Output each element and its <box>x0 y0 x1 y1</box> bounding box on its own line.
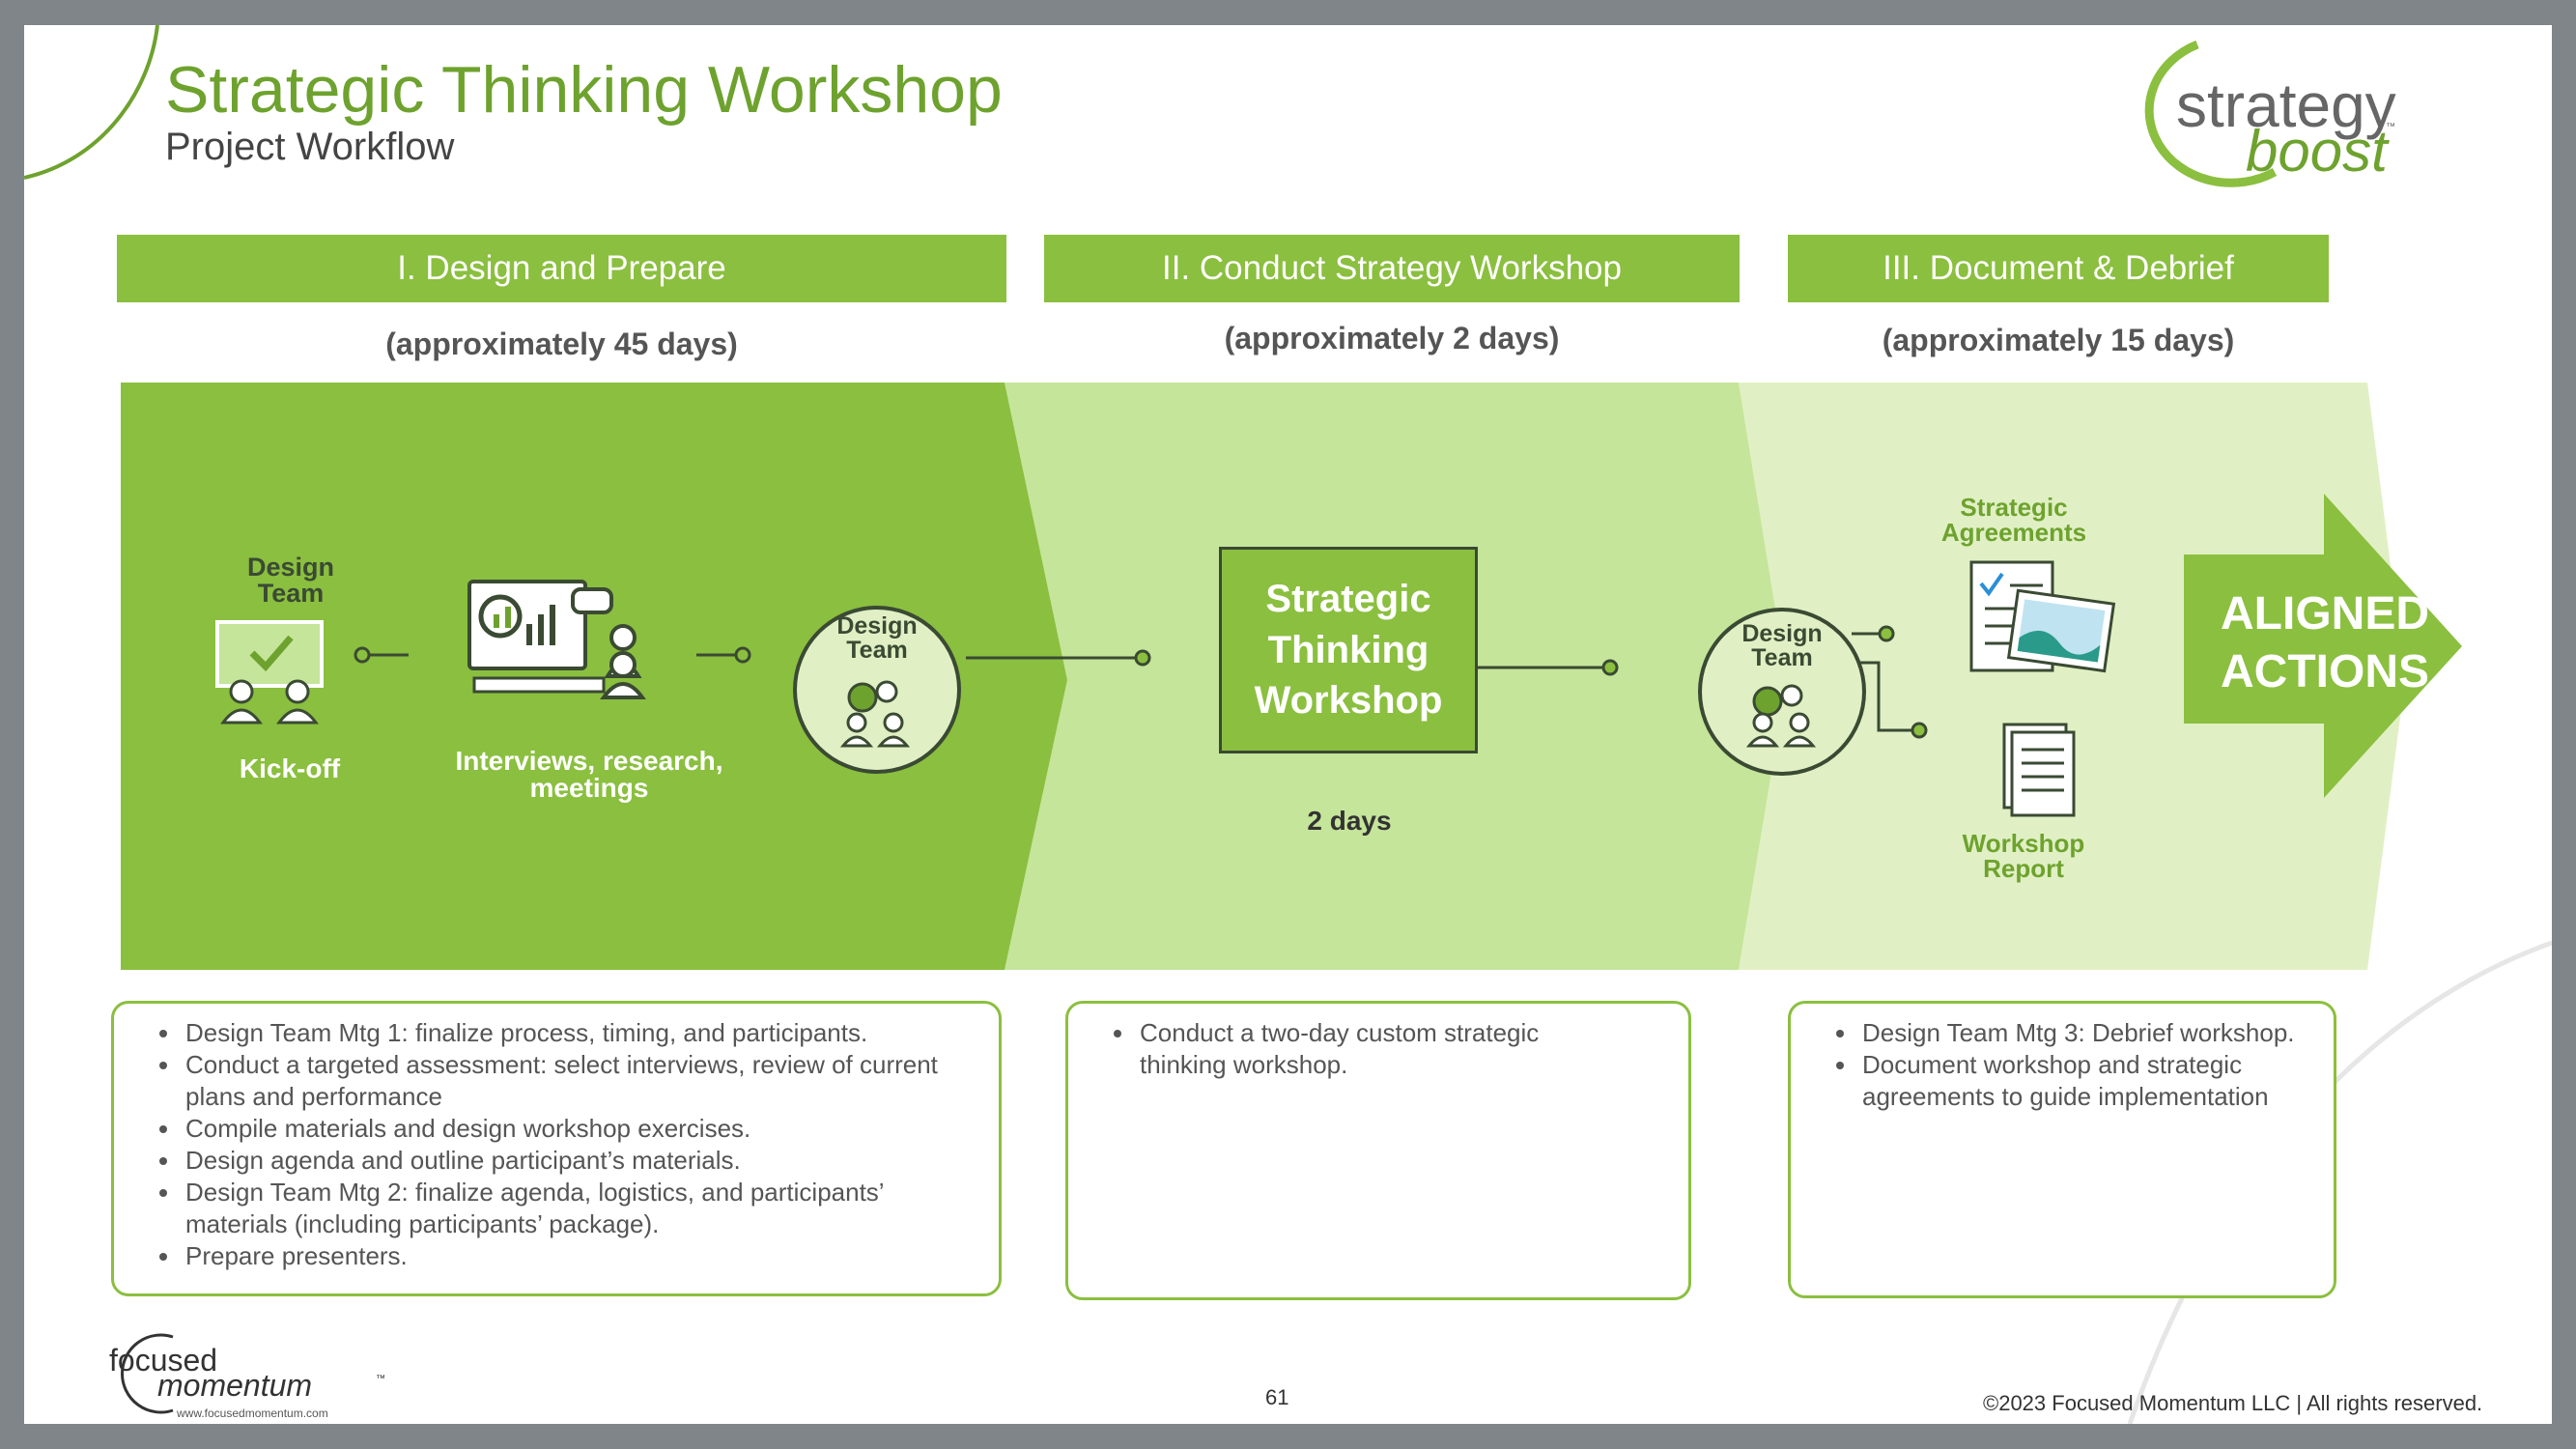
fm-ring-icon <box>121 1333 174 1414</box>
workshop-box-line-2: Thinking <box>1267 628 1430 671</box>
workshop-days-label: 2 days <box>1307 806 1392 836</box>
phase-header-document: III. Document & Debrief <box>1788 235 2329 302</box>
interviews-label: Interviews, research,meetings <box>455 746 723 803</box>
workshop-report-icon <box>2002 723 2076 817</box>
fm-word-focused: focused <box>109 1343 218 1378</box>
phase-header-conduct: II. Conduct Strategy Workshop <box>1044 235 1740 302</box>
page-subtitle: Project Workflow <box>165 126 455 168</box>
detail-item: Conduct a targeted assessment: select in… <box>182 1049 979 1113</box>
kickoff-label: Kick-off <box>239 753 341 783</box>
design-team-board-icon <box>215 620 324 724</box>
logo-ring-icon <box>2144 40 2278 187</box>
detail-item: Design agenda and outline participant’s … <box>182 1145 979 1177</box>
workshop-box: Strategic Thinking Workshop <box>1219 547 1478 753</box>
workshop-box-line-1: Strategic <box>1265 577 1431 620</box>
strategy-boost-logo: strategy boost ™ <box>2106 25 2396 199</box>
page-number: 61 <box>1265 1385 1289 1409</box>
workflow-band <box>121 383 2462 970</box>
fm-trademark: ™ <box>376 1374 385 1384</box>
phase-header-design: I. Design and Prepare <box>117 235 1006 302</box>
detail-item: Document workshop and strategic agreemen… <box>1858 1049 2314 1113</box>
duration-design: (approximately 45 days) <box>385 327 738 361</box>
details-box-document: Design Team Mtg 3: Debrief workshop. Doc… <box>1788 1001 2336 1298</box>
top-left-arc <box>24 25 159 180</box>
copyright-text: ©2023 Focused Momentum LLC | All rights … <box>1983 1391 2483 1415</box>
fm-url: www.focusedmomentum.com <box>177 1406 328 1420</box>
fm-word-momentum: momentum <box>157 1368 313 1403</box>
duration-conduct: (approximately 2 days) <box>1224 321 1560 355</box>
connectors <box>362 632 1919 732</box>
interviews-meeting-icon <box>467 580 646 699</box>
detail-item: Design Team Mtg 3: Debrief workshop. <box>1858 1017 2314 1049</box>
design-team-circle-icon-3 <box>1698 608 1866 776</box>
slide: Strategic Thinking Workshop Project Work… <box>24 25 2552 1424</box>
detail-item: Design Team Mtg 1: finalize process, tim… <box>182 1017 979 1049</box>
detail-item: Prepare presenters. <box>182 1240 979 1272</box>
phase-band-document <box>1739 383 2405 970</box>
logo-trademark: ™ <box>2386 122 2395 132</box>
logo-word-boost: boost <box>2246 119 2388 184</box>
detail-item: Design Team Mtg 2: finalize agenda, logi… <box>182 1177 979 1240</box>
page-title: Strategic Thinking Workshop <box>165 53 1003 127</box>
focused-momentum-logo: focused momentum ™ www.focusedmomentum.c… <box>103 1329 393 1420</box>
detail-item: Conduct a two-day custom strategic think… <box>1136 1017 1572 1081</box>
details-box-conduct: Conduct a two-day custom strategic think… <box>1065 1001 1691 1300</box>
detail-item: Compile materials and design workshop ex… <box>182 1113 979 1145</box>
phase-band-design <box>121 383 1067 970</box>
duration-document: (approximately 15 days) <box>1882 323 2235 357</box>
aligned-actions-label: ALIGNED ACTIONS <box>2221 588 2429 697</box>
connector-dots <box>354 625 1928 739</box>
strategic-agreements-icon <box>1969 560 2116 673</box>
design-team-circle-icon-2 <box>793 606 961 774</box>
aligned-actions-arrow <box>2184 494 2462 798</box>
details-box-design: Design Team Mtg 1: finalize process, tim… <box>111 1001 1002 1296</box>
logo-word-strategy: strategy <box>2176 71 2396 140</box>
workshop-box-line-3: Workshop <box>1254 679 1443 723</box>
